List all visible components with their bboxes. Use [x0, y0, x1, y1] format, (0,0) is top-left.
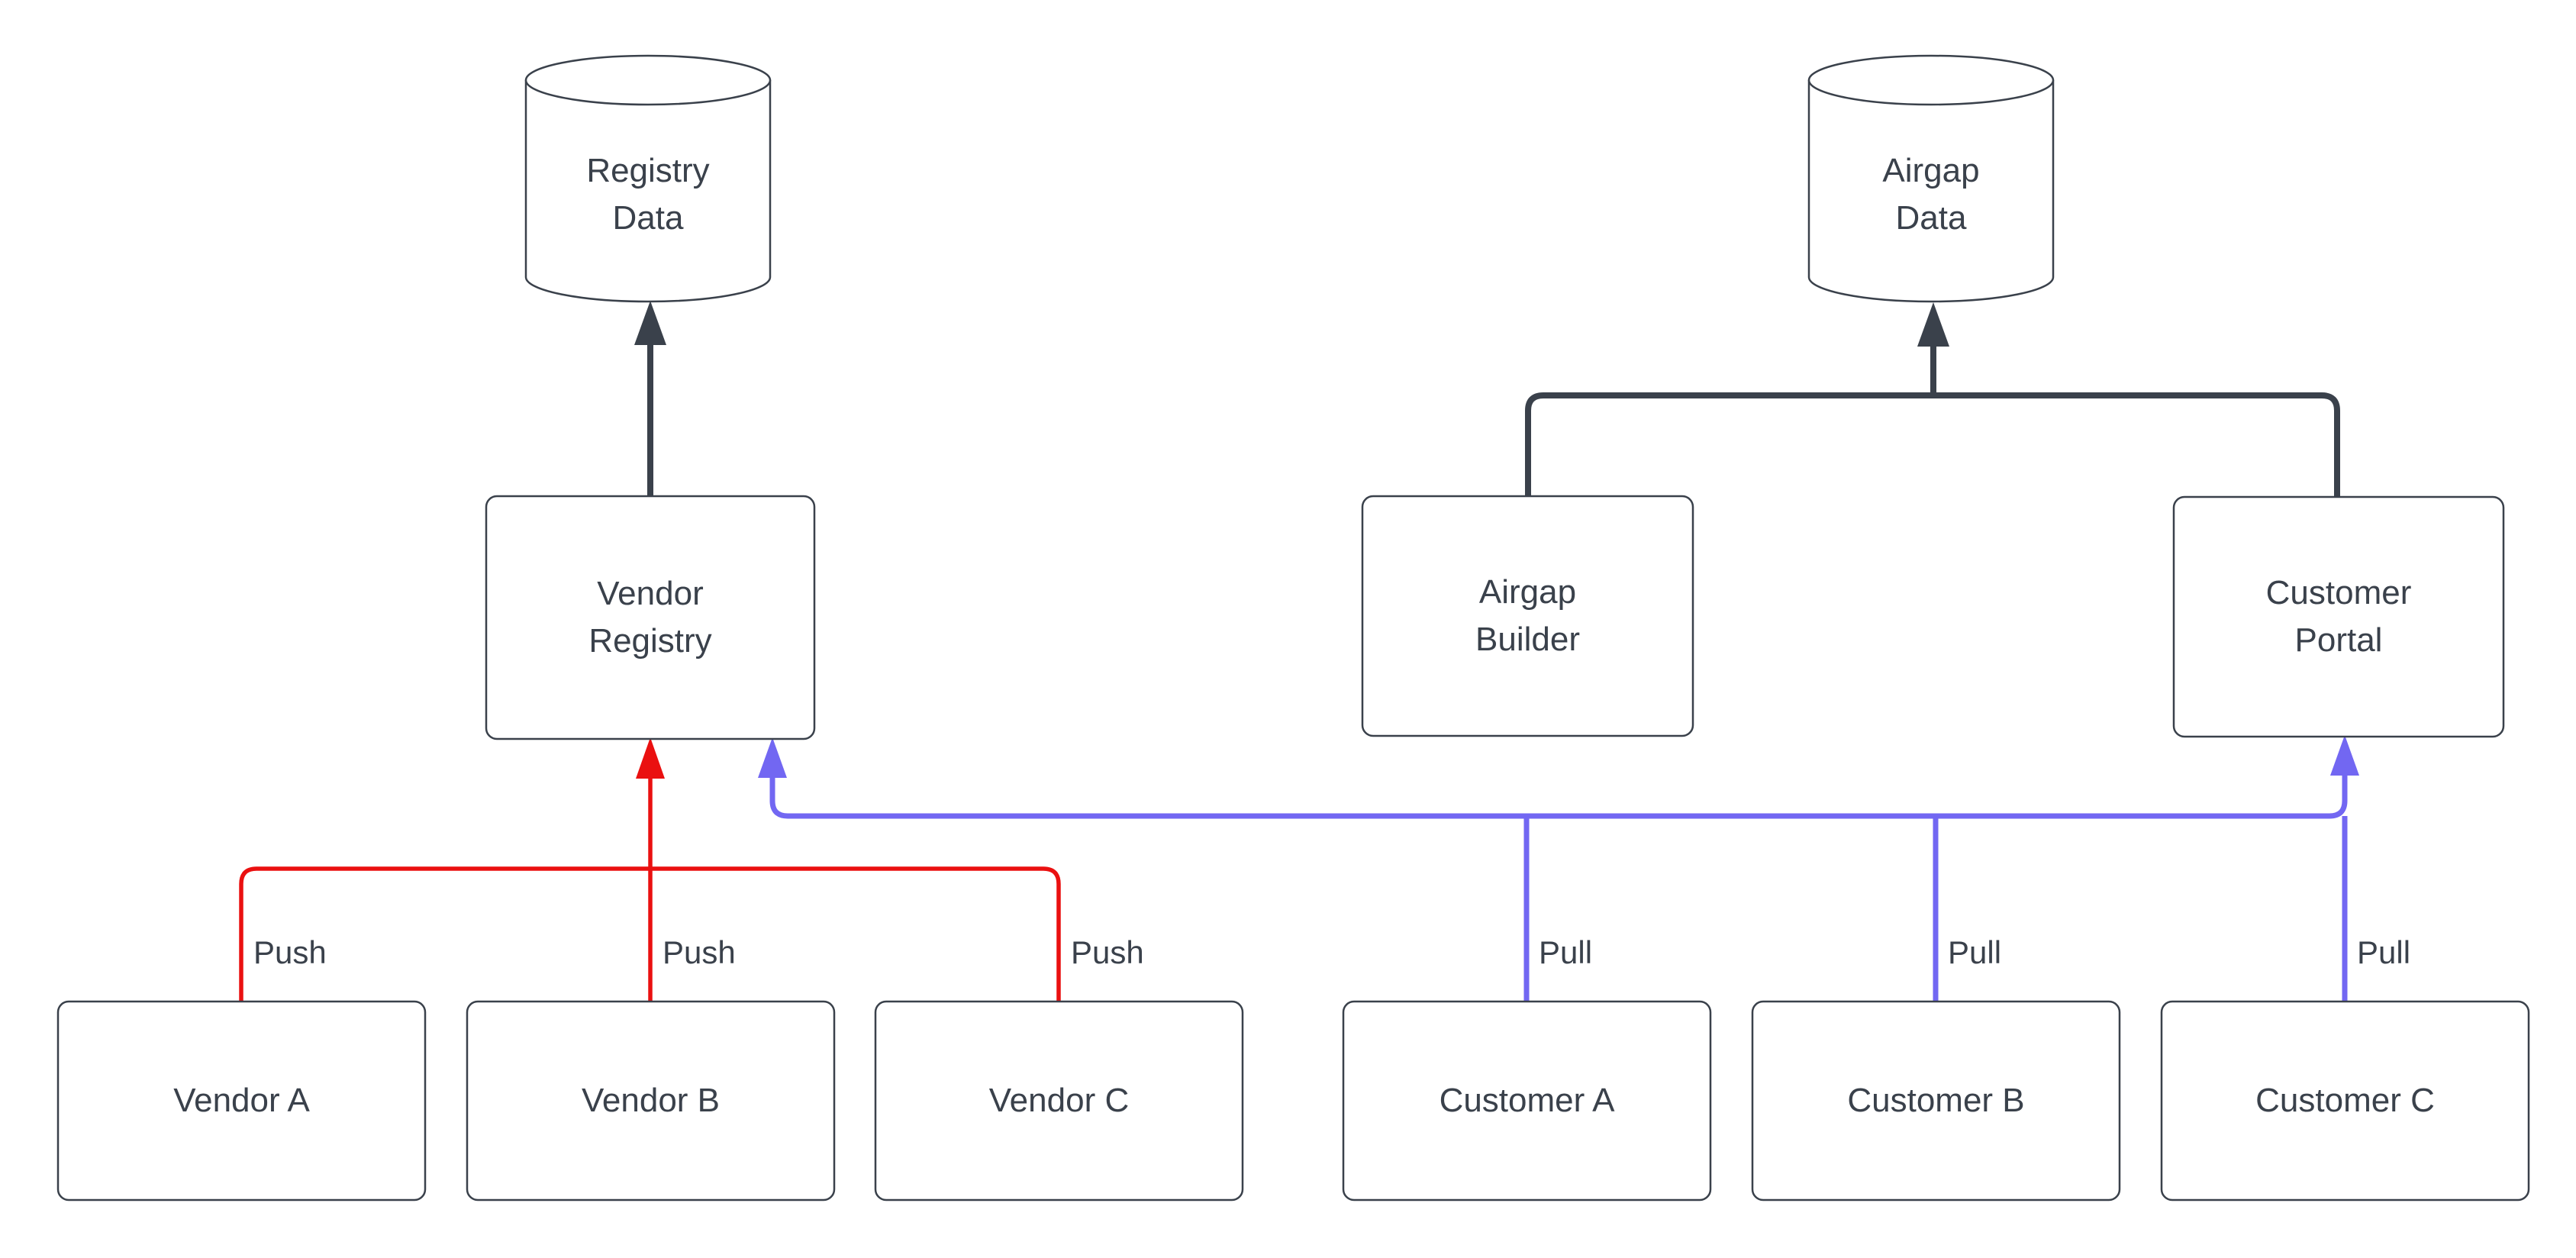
node-customer-c	[2160, 1000, 2530, 1202]
cylinder-top	[1807, 54, 2055, 106]
node-customer-b	[1751, 1000, 2121, 1202]
node-airgap-data	[1807, 54, 2055, 303]
node-vendor-registry	[485, 495, 816, 740]
arrowhead-pull-vendor-registry	[758, 737, 787, 778]
node-registry-data	[524, 54, 772, 303]
node-customer-portal	[2172, 495, 2505, 738]
cylinder-body	[1807, 80, 2055, 303]
node-customer-a	[1342, 1000, 1712, 1202]
edge-airgap-builder-customer-portal-to-airgap-data	[1525, 337, 2340, 500]
arrowhead-airgap-data	[1917, 302, 1949, 347]
node-vendor-c	[874, 1000, 1244, 1202]
edges-push	[239, 773, 1061, 1002]
cylinder-top	[524, 54, 772, 106]
node-vendor-a	[56, 1000, 427, 1202]
edges-pull	[769, 771, 2348, 1002]
pull-trunk	[769, 771, 2348, 819]
arrowhead-registry-data	[634, 301, 666, 345]
node-airgap-builder	[1361, 495, 1694, 737]
edge-line	[1525, 392, 2340, 500]
arrowhead-push-vendor-registry	[636, 737, 665, 779]
arrowhead-pull-customer-portal	[2330, 735, 2359, 776]
node-vendor-b	[466, 1000, 836, 1202]
cylinder-body	[524, 80, 772, 303]
